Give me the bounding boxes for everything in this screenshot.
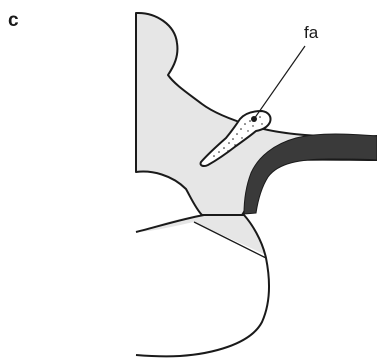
callout-leader-line — [254, 46, 305, 119]
panel-label: c — [8, 10, 19, 31]
callout-label-fa: fa — [304, 23, 319, 42]
lower-gray-region — [136, 215, 266, 255]
